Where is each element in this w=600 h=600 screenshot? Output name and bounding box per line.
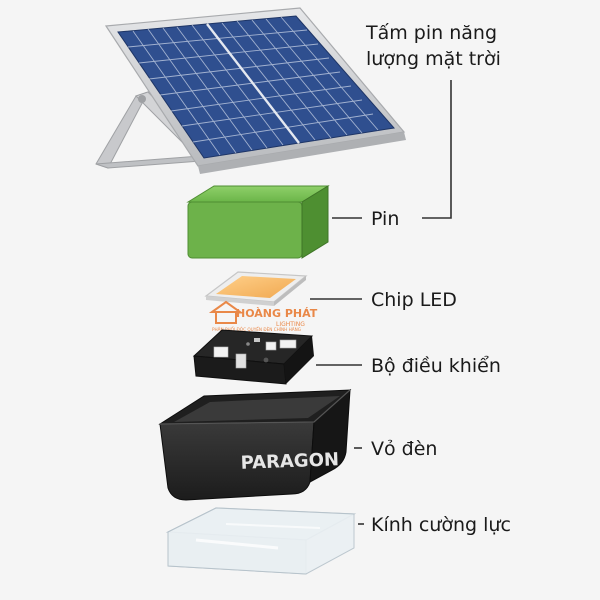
led-chip — [204, 271, 308, 306]
solar-panel — [95, 7, 406, 174]
house-icon — [208, 300, 244, 324]
label-controller: Bộ điều khiển — [371, 355, 501, 377]
label-glass: Kính cường lực — [371, 514, 511, 536]
lamp-housing: PARAGON — [158, 388, 352, 501]
brand-watermark: HOÀNG PHÁT LIGHTING PHÂN PHỐI ĐỘC QUYỀN … — [208, 300, 318, 332]
watermark-subtitle: LIGHTING — [276, 321, 305, 328]
label-battery: Pin — [371, 208, 400, 230]
label-solar-panel-line1: Tấm pin năng — [366, 22, 498, 44]
panel-grid — [127, 16, 379, 156]
watermark-title: HOÀNG PHÁT — [236, 307, 318, 320]
label-solar-panel: Tấm pin năng lượng mặt trời — [366, 20, 501, 72]
leader-panel — [422, 80, 452, 219]
controller-board — [192, 329, 314, 385]
tempered-glass — [165, 507, 357, 575]
battery — [186, 185, 330, 259]
housing-brand-label: PARAGON — [240, 449, 339, 473]
label-led-chip: Chip LED — [371, 289, 457, 311]
watermark-tagline: PHÂN PHỐI ĐỘC QUYỀN ĐÈN CHÍNH HÃNG — [212, 327, 301, 332]
label-solar-panel-line2: lượng mặt trời — [366, 48, 501, 70]
label-housing: Vỏ đèn — [371, 438, 438, 460]
leader-lines — [310, 80, 452, 525]
